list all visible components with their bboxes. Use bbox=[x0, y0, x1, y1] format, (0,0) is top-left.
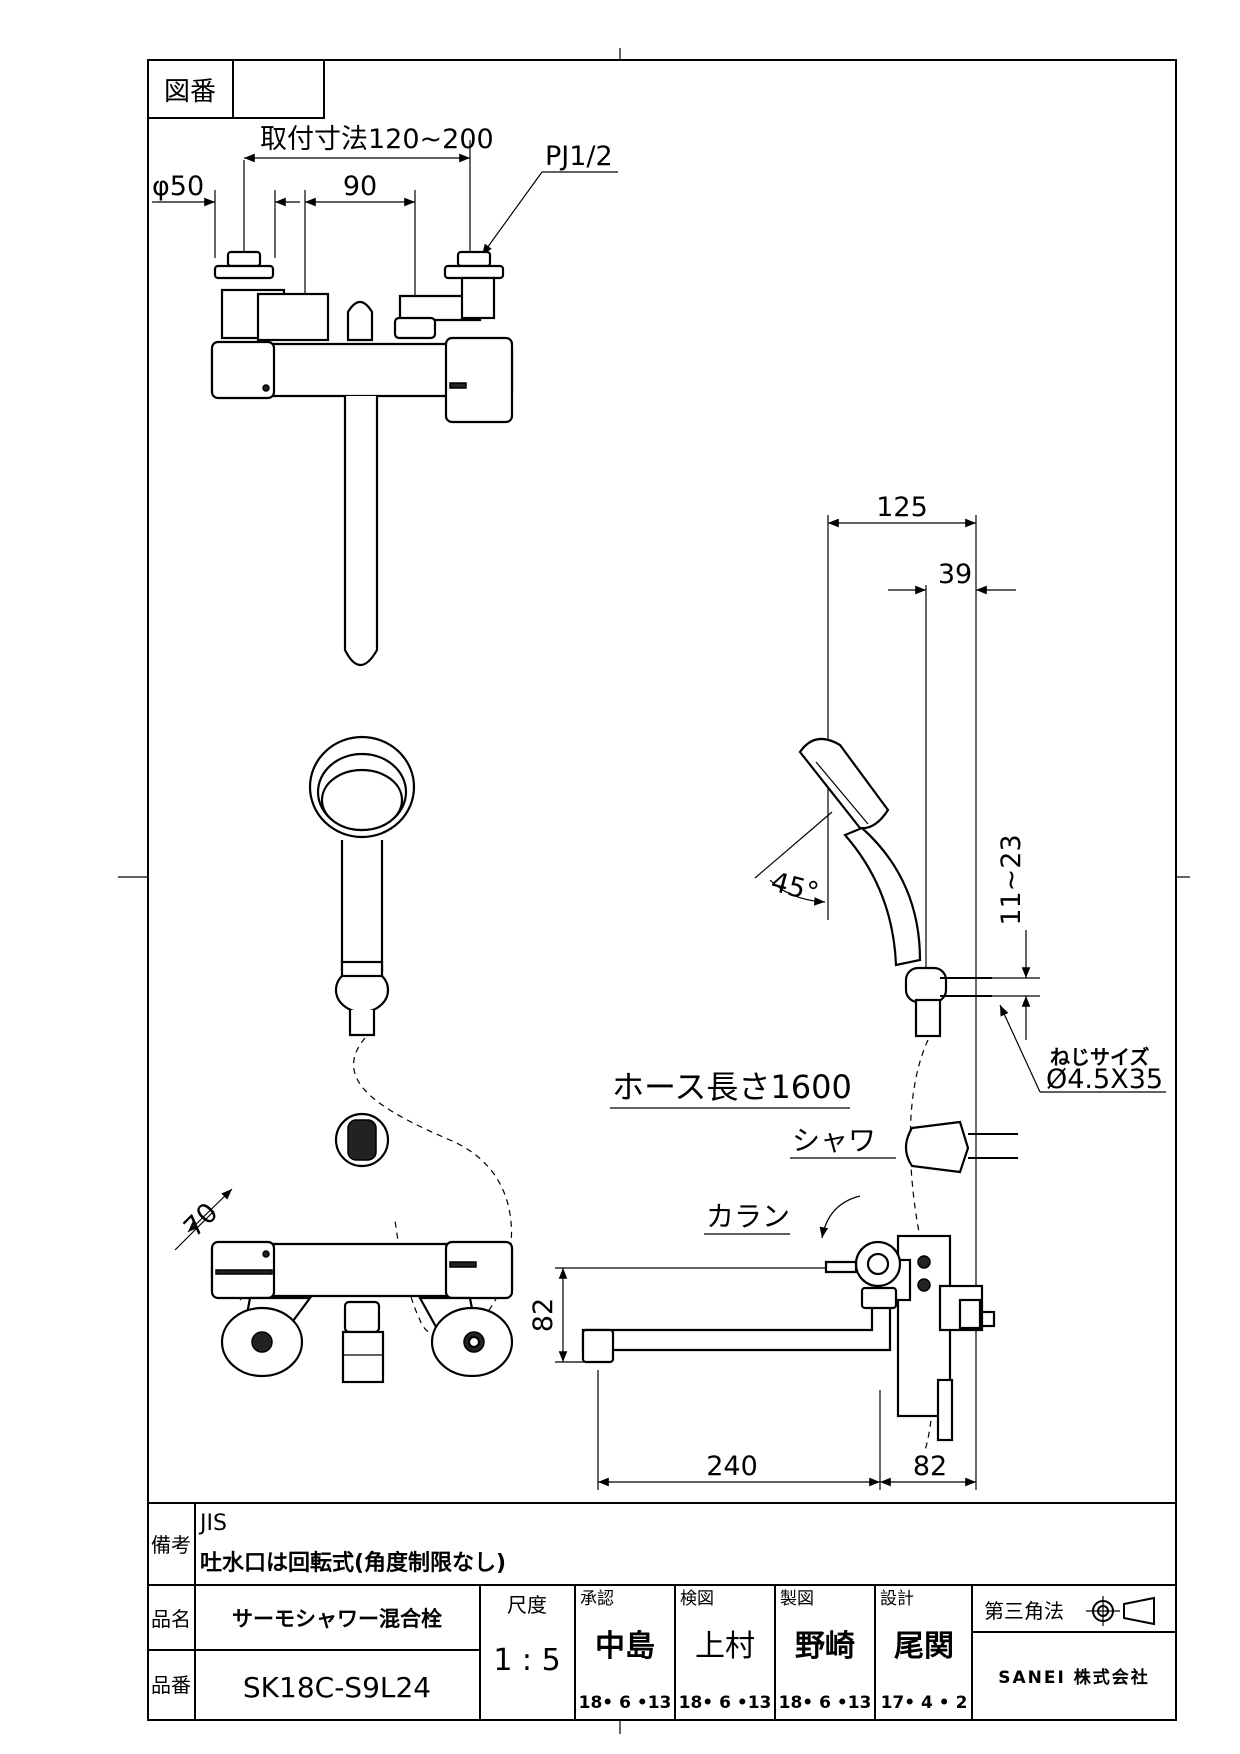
dim-240: 240 bbox=[706, 1451, 758, 1482]
product-no: SK18C-S9L24 bbox=[243, 1671, 431, 1704]
screw-size-value: Ø4.5X35 bbox=[1046, 1064, 1163, 1095]
bottom-view: 70 bbox=[174, 1188, 514, 1384]
dim-39: 39 bbox=[938, 559, 972, 590]
product-no-label: 品番 bbox=[151, 1673, 191, 1697]
dim-angle45: 45° bbox=[768, 866, 822, 908]
remarks-line-2: 吐水口は回転式(角度制限なし) bbox=[200, 1550, 506, 1576]
dim-82-left: 82 bbox=[528, 1298, 559, 1332]
drawing-number-label: 図番 bbox=[164, 77, 216, 107]
dim-phi50: φ50 bbox=[152, 171, 204, 202]
third-angle-projection-icon bbox=[1086, 1596, 1155, 1626]
dim-82-bottom: 82 bbox=[913, 1451, 947, 1482]
projection-label: 第三角法 bbox=[984, 1599, 1064, 1623]
scale-value: 1 : 5 bbox=[493, 1643, 560, 1678]
check-name: 上村 bbox=[695, 1629, 755, 1664]
dim-11-23: 11~23 bbox=[996, 834, 1027, 925]
scale-label: 尺度 bbox=[507, 1593, 547, 1617]
hose-length-label: ホース長さ1600 bbox=[612, 1068, 852, 1106]
design-label: 設計 bbox=[880, 1589, 914, 1609]
shower-holder-top bbox=[334, 1112, 390, 1168]
drawing-frame bbox=[147, 59, 1177, 1721]
approval-name: 中島 bbox=[595, 1629, 655, 1664]
side-view: 125 39 45° 11~23 ねじサイズ Ø4.5X35 ホース長さ1600 bbox=[528, 492, 1166, 1490]
product-name-label: 品名 bbox=[151, 1607, 191, 1631]
company-name: SANEI 株式会社 bbox=[998, 1667, 1149, 1688]
approval-label: 承認 bbox=[580, 1589, 614, 1609]
dim-125: 125 bbox=[876, 492, 928, 523]
shower-label: シャワ bbox=[792, 1124, 876, 1157]
karan-label: カラン bbox=[706, 1200, 790, 1233]
product-name: サーモシャワー混合栓 bbox=[232, 1607, 442, 1631]
screw-size-label: ねじサイズ bbox=[1050, 1045, 1149, 1069]
front-view: 取付寸法120~200 φ50 90 PJ1/2 bbox=[152, 124, 618, 667]
design-name: 尾関 bbox=[894, 1629, 954, 1664]
dim-thread: PJ1/2 bbox=[545, 141, 613, 172]
check-date: 18• 6 •13 bbox=[679, 1693, 772, 1713]
drawn-label: 製図 bbox=[780, 1589, 814, 1609]
remarks-label: 備考 bbox=[151, 1533, 191, 1557]
drawing-number-box: 図番 bbox=[147, 59, 325, 119]
title-block: 備考 JIS 吐水口は回転式(角度制限なし) 品名 サーモシャワー混合栓 品番 … bbox=[148, 1502, 1176, 1720]
approval-date: 18• 6 •13 bbox=[579, 1693, 672, 1713]
check-label: 検図 bbox=[680, 1589, 714, 1609]
drawn-name: 野崎 bbox=[795, 1629, 855, 1664]
drawn-date: 18• 6 •13 bbox=[779, 1693, 872, 1713]
design-date: 17• 4 • 2 bbox=[881, 1693, 968, 1713]
remarks-line-1: JIS bbox=[198, 1511, 227, 1536]
dim-mount-pitch: 取付寸法120~200 bbox=[260, 124, 494, 155]
shower-head-front bbox=[308, 735, 513, 1338]
dim-90: 90 bbox=[343, 171, 377, 202]
center-marks bbox=[118, 48, 1190, 1734]
